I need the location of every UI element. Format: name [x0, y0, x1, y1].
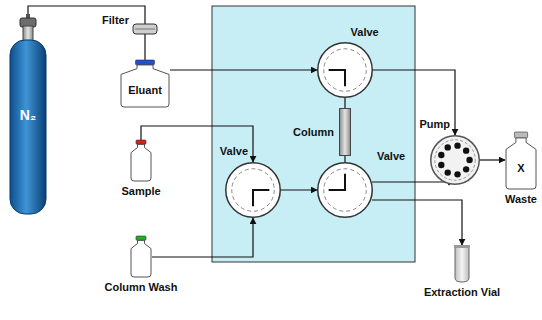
- sample-bottle: Sample: [130, 140, 152, 182]
- sample-bottle-outline: [130, 140, 152, 182]
- valve-outline: [317, 42, 373, 98]
- valve: Valve: [317, 42, 373, 98]
- valve-outline: [317, 162, 373, 218]
- wash-bottle: Column Wash: [130, 236, 152, 278]
- flow-line: [170, 69, 317, 70]
- flow-line: [373, 70, 455, 135]
- valve: Valve: [317, 162, 373, 218]
- waste-bottle-outline: [505, 132, 537, 190]
- node-label: Extraction Vial: [424, 286, 500, 299]
- column-outline: [339, 108, 351, 156]
- flow-line: [480, 159, 505, 160]
- flow-line: [344, 156, 345, 162]
- extraction-vial-outline: [454, 245, 470, 283]
- node-label: Sample: [121, 185, 160, 198]
- flow-line: [372, 200, 462, 245]
- node-label: Column Wash: [105, 281, 178, 294]
- eluant-bottle: Eluant: [120, 60, 170, 108]
- node-label: X: [517, 161, 524, 174]
- node-label: Pump: [419, 118, 450, 131]
- node-label: Valve: [377, 150, 405, 163]
- pump: Pump: [430, 135, 480, 185]
- column: Column: [339, 108, 351, 156]
- flow-line: [372, 182, 449, 185]
- instrument-panel: [212, 6, 415, 262]
- node-label: Valve: [220, 145, 248, 158]
- gas-cylinder: N₂: [8, 14, 48, 216]
- node-label: Waste: [505, 193, 537, 206]
- waste-bottle: XWaste: [505, 132, 537, 190]
- node-label: N₂: [20, 107, 36, 124]
- valve-outline: [225, 162, 281, 218]
- node-label: Filter: [102, 14, 129, 27]
- flow-line: [344, 98, 345, 108]
- flow-line: [144, 34, 145, 60]
- filter-outline: [133, 24, 157, 34]
- pump-outline: [430, 135, 480, 185]
- flow-line: [152, 218, 253, 257]
- filter: Filter: [133, 24, 157, 34]
- flow-line: [141, 126, 253, 162]
- node-label: Column: [293, 126, 334, 139]
- extraction-vial: Extraction Vial: [454, 245, 470, 283]
- wash-bottle-outline: [130, 236, 152, 278]
- flow-line: [281, 189, 317, 190]
- node-label: Eluant: [128, 83, 162, 96]
- node-label: Valve: [351, 26, 379, 39]
- valve: Valve: [225, 162, 281, 218]
